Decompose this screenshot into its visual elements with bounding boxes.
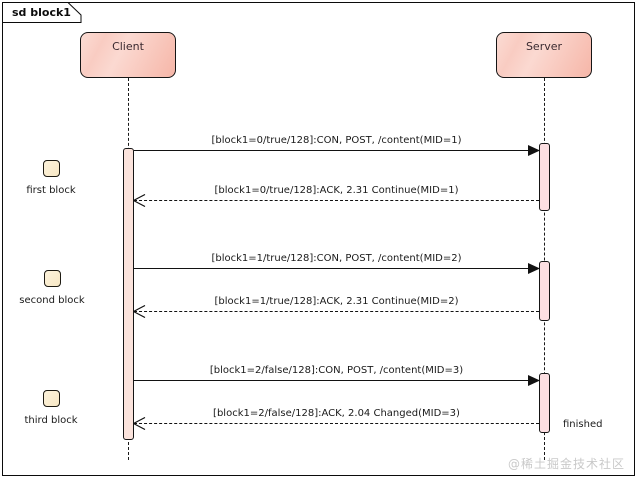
diagram-title: sd block1 bbox=[12, 6, 71, 19]
note-marker-third-block[interactable]: third block bbox=[16, 390, 86, 426]
note-swatch-icon bbox=[43, 270, 61, 287]
message-2-line bbox=[134, 200, 539, 201]
note-marker-second-block[interactable]: second block bbox=[12, 270, 92, 306]
participant-server-label: Server bbox=[525, 40, 563, 53]
message-4-line bbox=[134, 311, 539, 312]
participant-client-label: Client bbox=[112, 40, 144, 53]
message-1[interactable]: [block1=0/true/128]:CON, POST, /content(… bbox=[134, 135, 540, 156]
note-marker-first-block[interactable]: first block bbox=[16, 160, 86, 196]
message-1-line bbox=[134, 150, 539, 151]
message-4[interactable]: [block1=1/true/128]:ACK, 2.31 Continue(M… bbox=[133, 296, 539, 318]
arrowhead-filled-right-icon bbox=[528, 145, 540, 156]
message-2[interactable]: [block1=0/true/128]:ACK, 2.31 Continue(M… bbox=[133, 185, 539, 207]
arrowhead-open-left-icon bbox=[133, 305, 146, 318]
message-1-label: [block1=0/true/128]:CON, POST, /content(… bbox=[211, 135, 462, 146]
arrowhead-open-left-icon bbox=[133, 417, 146, 430]
participant-client[interactable]: Client bbox=[80, 32, 176, 78]
message-6[interactable]: [block1=2/false/128]:ACK, 2.04 Changed(M… bbox=[133, 408, 539, 430]
message-3-label: [block1=1/true/128]:CON, POST, /content(… bbox=[211, 253, 462, 264]
note-swatch-icon bbox=[42, 390, 60, 407]
message-3[interactable]: [block1=1/true/128]:CON, POST, /content(… bbox=[134, 253, 540, 274]
diagram-frame bbox=[2, 2, 635, 476]
participant-server[interactable]: Server bbox=[496, 32, 592, 78]
finished-label: finished bbox=[563, 419, 603, 430]
message-5[interactable]: [block1=2/false/128]:CON, POST, /content… bbox=[134, 365, 540, 386]
arrowhead-filled-right-icon bbox=[528, 375, 540, 386]
note-marker-second-block-label: second block bbox=[19, 295, 85, 306]
message-6-label: [block1=2/false/128]:ACK, 2.04 Changed(M… bbox=[213, 408, 460, 419]
message-2-label: [block1=0/true/128]:ACK, 2.31 Continue(M… bbox=[214, 185, 459, 196]
note-swatch-icon bbox=[42, 160, 60, 177]
message-6-line bbox=[134, 423, 539, 424]
message-3-line bbox=[134, 268, 539, 269]
activation-bar-client bbox=[123, 148, 134, 440]
watermark: @稀土掘金技术社区 bbox=[507, 457, 625, 471]
arrowhead-filled-right-icon bbox=[528, 263, 540, 274]
activation-bar-server-3 bbox=[539, 373, 550, 433]
note-marker-first-block-label: first block bbox=[26, 185, 76, 196]
arrowhead-open-left-icon bbox=[133, 194, 146, 207]
message-5-line bbox=[134, 380, 539, 381]
message-4-label: [block1=1/true/128]:ACK, 2.31 Continue(M… bbox=[214, 296, 459, 307]
note-marker-third-block-label: third block bbox=[24, 415, 78, 426]
title-tab-pentagon-icon bbox=[2, 2, 82, 23]
message-5-label: [block1=2/false/128]:CON, POST, /content… bbox=[209, 365, 464, 376]
activation-bar-server-2 bbox=[539, 261, 550, 321]
activation-bar-server-1 bbox=[539, 143, 550, 211]
